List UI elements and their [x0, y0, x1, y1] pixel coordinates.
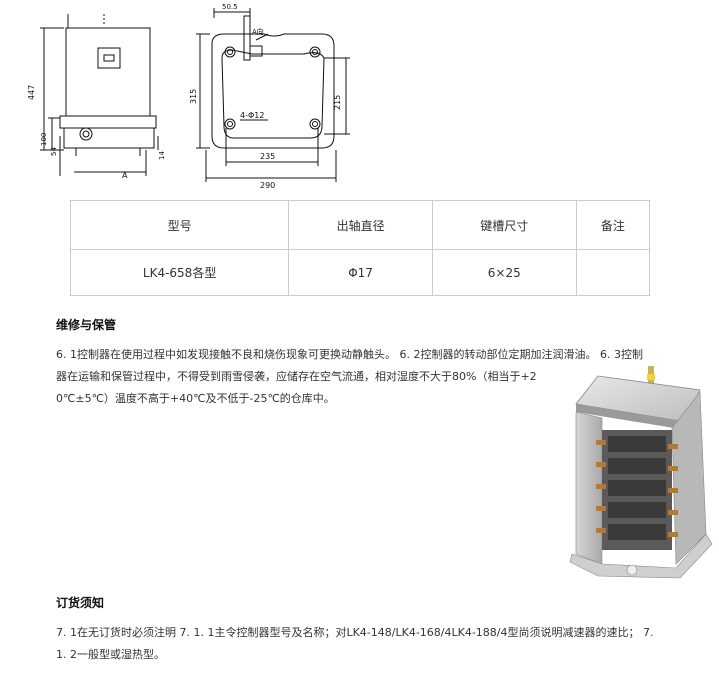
cell-keyway-size: 6×25 [431, 249, 577, 296]
side-view [40, 14, 159, 176]
maintenance-title: 维修与保管 [56, 318, 117, 332]
ordering-line: 1. 2一般型或湿热型。 [56, 648, 165, 661]
dim-215: 215 [333, 95, 342, 110]
header-keyway-size: 键槽尺寸 [431, 200, 577, 250]
technical-drawing: 447 100 54 14 A 50.5 A向 31 [27, 3, 350, 190]
cell-model: LK4-658各型 [69, 249, 290, 296]
maintenance-line: 器在运输和保管过程中，不得受到雨雪侵袭，应储存在空气流通，相对湿度不大于80%（… [56, 370, 537, 383]
table-header-row: 型号 出轴直径 键槽尺寸 备注 [69, 200, 651, 250]
a-direction-label: A向 [252, 27, 264, 36]
ordering-title: 订货须知 [56, 596, 105, 610]
header-shaft-diameter: 出轴直径 [288, 200, 433, 250]
ordering-line: 7. 1在无订货时必须注明 7. 1. 1主令控制器型号及名称；对LK4-148… [56, 626, 654, 639]
contact-blocks [596, 430, 678, 550]
header-model: 型号 [69, 200, 290, 250]
holes-label: 4-Φ12 [240, 111, 264, 120]
front-view [196, 8, 350, 182]
dim-50-5: 50.5 [222, 3, 238, 11]
dim-290: 290 [260, 181, 275, 190]
maintenance-paragraph: 6. 1控制器在使用过程中如发现接触不良和烧伤现象可更换动静触头。 6. 2控制… [56, 344, 643, 410]
maintenance-line: 6. 1控制器在使用过程中如发现接触不良和烧伤现象可更换动静触头。 6. 2控制… [56, 348, 643, 361]
dim-315: 315 [189, 89, 198, 104]
dim-100: 100 [40, 133, 48, 146]
dim-54: 54 [50, 147, 58, 156]
dim-447: 447 [27, 85, 36, 100]
spec-table: 型号 出轴直径 键槽尺寸 备注 LK4-658各型 Φ17 6×25 [69, 200, 651, 296]
ordering-paragraph: 7. 1在无订货时必须注明 7. 1. 1主令控制器型号及名称；对LK4-148… [56, 622, 654, 666]
maintenance-line: 0℃±5℃）温度不高于+40℃及不低于-25℃的仓库中。 [56, 392, 335, 405]
product-photo [569, 366, 713, 579]
dim-14: 14 [158, 151, 166, 160]
header-remarks: 备注 [575, 200, 651, 250]
cell-shaft-diameter: Φ17 [288, 249, 433, 296]
view-a-label: A [122, 171, 128, 180]
cell-remarks [575, 249, 651, 296]
table-row: LK4-658各型 Φ17 6×25 [69, 249, 651, 296]
dim-235: 235 [260, 152, 275, 161]
